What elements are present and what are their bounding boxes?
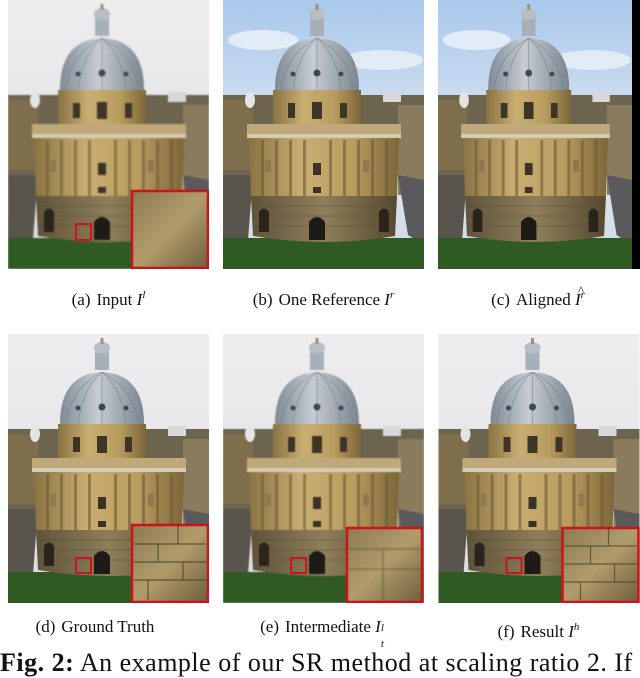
inset-zoom xyxy=(561,526,640,603)
figure-caption-truncated: Fig. 2: An example of our SR method at s… xyxy=(0,648,633,677)
panel-c-aligned xyxy=(438,0,632,269)
panel-d-ground-truth xyxy=(8,334,209,603)
alignment-border-strip xyxy=(632,0,640,269)
caption-c: (c)Aligned Ir xyxy=(438,281,638,310)
inset-zoom xyxy=(130,189,209,269)
building-image xyxy=(223,0,424,269)
panel-e-intermediate xyxy=(223,334,424,603)
panel-f-result xyxy=(438,334,640,603)
inset-zoom xyxy=(130,523,209,603)
caption-b: (b)One Reference Ir xyxy=(252,289,395,309)
panel-a-input xyxy=(8,0,209,269)
inset-source-box xyxy=(75,557,92,574)
building-image xyxy=(438,0,632,269)
caption-d: (d)Ground Truth xyxy=(35,617,155,636)
building-image xyxy=(438,334,640,603)
inset-source-box xyxy=(75,223,92,241)
panel-b-reference xyxy=(223,0,424,269)
inset-source-box xyxy=(505,557,523,574)
caption-a: (a)Input Il xyxy=(71,289,146,309)
building-image xyxy=(223,334,424,603)
inset-source-box xyxy=(290,557,307,574)
building-image xyxy=(8,0,209,269)
building-image xyxy=(8,334,209,603)
inset-zoom xyxy=(345,526,424,603)
caption-f: (f)Result Ih xyxy=(497,621,580,641)
